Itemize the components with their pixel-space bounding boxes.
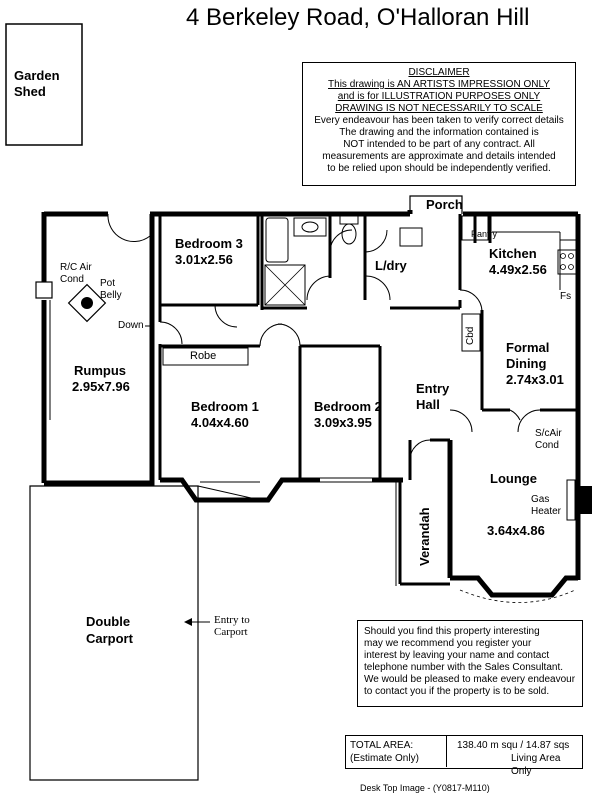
toilet-cistern [339, 215, 359, 225]
vanity [293, 217, 327, 237]
lounge-name: Lounge [490, 471, 537, 486]
info-line: to contact you if the property is to be … [364, 686, 550, 697]
info-line: We would be pleased to make every endeav… [364, 674, 576, 685]
cupboard [461, 313, 481, 352]
bedroom1-name: Bedroom 1 [191, 399, 259, 414]
pot-belly-label-2: Belly [100, 290, 122, 301]
kitchen-size: 4.49x2.56 [489, 262, 547, 277]
formal-dining-size: 2.74x3.01 [506, 372, 564, 387]
bedroom1-size: 4.04x4.60 [191, 415, 249, 430]
kitchen-cooktop [557, 249, 577, 275]
basin [301, 221, 319, 233]
info-line: telephone number with the Sales Consulta… [364, 662, 564, 673]
verandah-label: Verandah [417, 507, 432, 566]
formal-dining-name-1: Formal [506, 340, 550, 355]
robe-cabinet [162, 347, 249, 366]
total-area-box: TOTAL AREA: (Estimate Only) 138.40 m squ… [345, 735, 583, 777]
outer-walls [41, 210, 581, 598]
entry-hall-label-2: Hall [416, 397, 440, 412]
laundry-label: L/dry [375, 258, 407, 273]
entry-hall-label-1: Entry [416, 381, 450, 396]
kitchen-name: Kitchen [489, 246, 537, 261]
internal-walls [158, 214, 578, 586]
sc-air-label-2: Cond [535, 440, 559, 451]
pot-belly-stove [67, 283, 107, 323]
bedroom2-size: 3.09x3.95 [314, 415, 372, 430]
carport-label-2: Carport [86, 631, 133, 646]
gas-heater [566, 479, 576, 521]
bedroom2-name: Bedroom 2 [314, 399, 382, 414]
disclaimer-box: DISCLAIMER This drawing is AN ARTISTS IM… [302, 62, 576, 186]
gas-heater-label-1: Gas [531, 494, 550, 505]
windows [45, 211, 581, 483]
cupboard-label: Cbd [465, 326, 476, 345]
bathtub [265, 217, 289, 263]
disclaimer-line: This drawing is AN ARTISTS IMPRESSION ON… [328, 79, 550, 90]
living-area-label: Living Area Only [511, 753, 561, 777]
entry-to-carport-label-1: Entry to [214, 614, 250, 626]
disclaimer-line: The drawing and the information containe… [339, 127, 539, 138]
pot-belly-label-1: Pot [100, 278, 116, 289]
total-area-value: 138.40 m squ / 14.87 sqs [457, 740, 570, 751]
disclaimer-line: DRAWING IS NOT NECESSARILY TO SCALE [335, 103, 543, 114]
disclaimer-line: Every endeavour has been taken to verify… [314, 115, 564, 126]
rc-air-label-2: Cond [60, 274, 84, 285]
door-swings [107, 213, 541, 461]
garden-shed-label-2: Shed [14, 84, 46, 99]
toilet-bowl [341, 223, 357, 245]
down-label: Down [118, 320, 144, 331]
garden-shed-outline [5, 23, 83, 146]
disclaimer-line: to be relied upon should be independentl… [327, 163, 551, 174]
carport-outline [29, 485, 199, 781]
info-line: Should you find this property interestin… [364, 626, 540, 637]
disclaimer-line: measurements are approximate and details… [322, 151, 556, 162]
pantry-cabinet [461, 215, 489, 241]
rumpus-size: 2.95x7.96 [72, 379, 130, 394]
disclaimer-heading: DISCLAIMER [408, 67, 470, 78]
info-line: may we recommend you register your [364, 638, 532, 649]
disclaimer-line: and is for ILLUSTRATION PURPOSES ONLY [337, 91, 541, 102]
porch-label: Porch [426, 197, 463, 212]
rc-air-cond-unit [35, 281, 53, 299]
rc-air-label-1: R/C Air [60, 262, 92, 273]
total-area-label: TOTAL AREA: [350, 740, 414, 751]
info-line: interest by leaving your name and contac… [364, 650, 550, 661]
info-box: Should you find this property interestin… [357, 620, 583, 707]
entry-to-carport-label-2: Carport [214, 626, 248, 638]
pantry-label: Pantry [471, 229, 498, 239]
rumpus-name: Rumpus [74, 363, 126, 378]
lounge-size: 3.64x4.86 [487, 523, 545, 538]
footer-text: Desk Top Image - (Y0817-M110) [360, 783, 490, 793]
porch-outline [409, 195, 463, 214]
sc-air-label-1: S/cAir [535, 428, 562, 439]
bedroom3-name: Bedroom 3 [175, 236, 243, 251]
disclaimer-line: NOT intended to be part of any contract.… [343, 139, 535, 150]
page-title: 4 Berkeley Road, O'Halloran Hill [186, 4, 530, 31]
formal-dining-name-2: Dining [506, 356, 547, 371]
laundry-tub [399, 227, 423, 247]
fridge-space-label: Fs [560, 291, 572, 302]
shower [264, 264, 306, 306]
gas-heater-label-2: Heater [531, 506, 562, 517]
robe-label: Robe [190, 350, 217, 362]
estimate-label: (Estimate Only) [350, 753, 419, 764]
bedroom3-size: 3.01x2.56 [175, 252, 233, 267]
carport-label-1: Double [86, 614, 131, 629]
garden-shed-label-1: Garden [14, 68, 60, 83]
